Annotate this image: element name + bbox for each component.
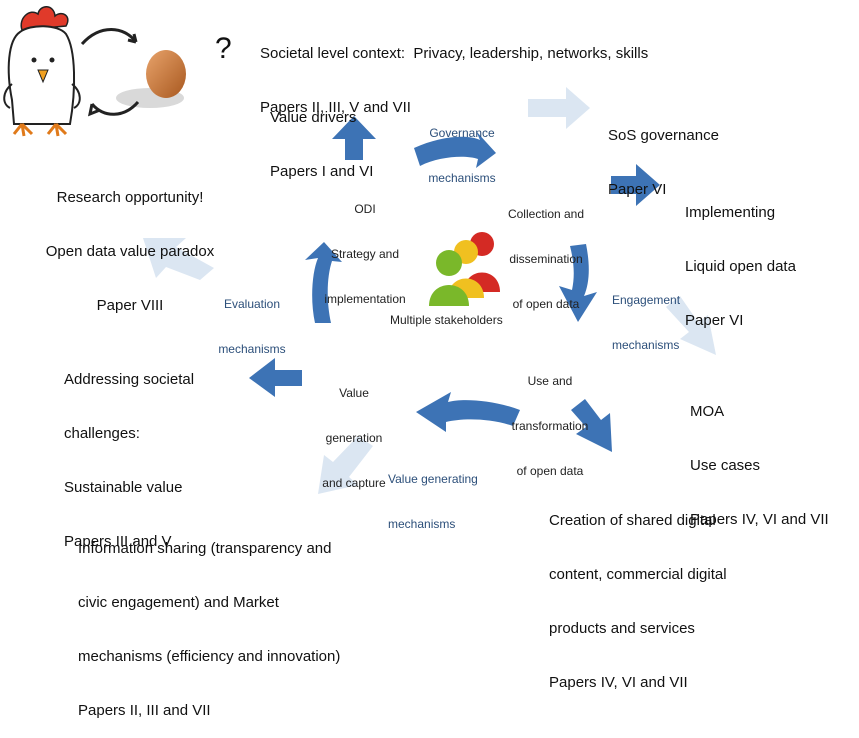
moa-line1: MOA (690, 403, 725, 420)
odi-block: ODI Strategy and implementation (300, 172, 430, 322)
creation-block: Creation of shared digital content, comm… (549, 476, 727, 710)
collection-line3: of open data (512, 297, 580, 311)
addressing-block: Addressing societal challenges: Sustaina… (64, 335, 194, 569)
cycle-arrow-bottom-icon (90, 100, 140, 116)
collection-block: Collection and dissemination of open dat… (490, 177, 602, 327)
arrow-curve-left-up (305, 242, 342, 323)
use-line2: transformation (511, 419, 589, 433)
addressing-line3: Sustainable value (64, 479, 183, 496)
evaluation-line1: Evaluation (223, 297, 281, 311)
info-line2: civic engagement) and Market (78, 594, 279, 611)
arrow-down-right-moa (666, 296, 716, 355)
light-arrows (143, 87, 716, 494)
question-mark: ? (215, 32, 232, 65)
addressing-line2: challenges: (64, 425, 140, 442)
diagram-canvas (3, 6, 716, 494)
addressing-line4: Papers III and V (64, 533, 172, 550)
creation-line4: Papers IV, VI and VII (549, 674, 688, 691)
chicken-icon (3, 6, 81, 137)
arrow-curve-bottom-left (416, 392, 520, 432)
research-line3: Paper VIII (96, 297, 164, 314)
vgm-line1: Value generating (388, 472, 478, 486)
creation-line2: content, commercial digital (549, 566, 727, 583)
implementing-line2: Liquid open data (685, 258, 796, 275)
creation-line1: Creation of shared digital (549, 512, 716, 529)
info-line4: Papers II, III and VII (78, 702, 211, 719)
moa-line2: Use cases (690, 457, 761, 474)
implementing-line3: Paper VI (685, 312, 744, 329)
context-line1: Societal level context: Privacy, leaders… (260, 45, 649, 62)
vgc-line2: generation (325, 431, 383, 445)
odi-line3: implementation (324, 292, 406, 306)
sos-line1: SoS governance (608, 127, 719, 144)
collection-line2: dissemination (509, 252, 583, 266)
evaluation-mechanisms-label: Evaluation mechanisms (200, 267, 304, 372)
implementing-block: Implementing Liquid open data Paper VI (685, 168, 796, 348)
moa-block: MOA Use cases Papers IV, VI and VII (690, 367, 829, 547)
governance-line2: mechanisms (428, 171, 496, 185)
odi-line2: Strategy and (330, 247, 400, 261)
use-line1: Use and (527, 374, 573, 388)
implementing-line1: Implementing (685, 204, 776, 221)
context-block: Societal level context: Privacy, leaders… (260, 9, 648, 135)
arrow-curve-top-right (414, 131, 496, 168)
engagement-line1: Engagement (612, 293, 681, 307)
context-line2: Papers II, III, V and VII (260, 99, 411, 116)
use-transformation-block: Use and transformation of open data (490, 344, 610, 494)
sos-line2: Paper VI (608, 181, 667, 198)
vgc-line3: and capture (322, 476, 386, 490)
value-generation-capture-block: Value generation and capture (304, 356, 404, 506)
egg-icon (146, 50, 186, 98)
addressing-line1: Addressing societal (64, 371, 195, 388)
engagement-mechanisms-label: Engagement mechanisms (612, 263, 680, 368)
value-drivers-block: Value drivers Papers I and VI (270, 73, 373, 199)
vgc-line1: Value (339, 386, 369, 400)
use-line3: of open data (516, 464, 584, 478)
arrow-right-implementing (611, 164, 660, 206)
arrow-up-value-drivers (332, 116, 376, 160)
governance-mechanisms-label: Governance mechanisms (412, 96, 512, 201)
arrow-right-sos (528, 87, 590, 129)
research-opportunity-block: Research opportunity! Open data value pa… (26, 153, 234, 333)
collection-line1: Collection and (507, 207, 585, 221)
multiple-stakeholders-label: Multiple stakeholders (390, 313, 503, 327)
governance-line1: Governance (429, 126, 495, 140)
information-sharing-block: Information sharing (transparency and ci… (78, 504, 340, 738)
stakeholders-icon (429, 232, 500, 306)
value-drivers-line2: Papers I and VI (270, 163, 374, 180)
value-generating-mechanisms-label: Value generating mechanisms (388, 442, 478, 547)
arrow-up-left-research (143, 238, 214, 280)
dark-arrows (249, 116, 660, 452)
info-line3: mechanisms (efficiency and innovation) (78, 648, 341, 665)
info-line1: Information sharing (transparency and (78, 540, 332, 557)
chicken-egg-illustration (3, 6, 186, 137)
vgm-line2: mechanisms (388, 517, 456, 531)
arrow-curve-right-down (559, 244, 597, 322)
research-line2: Open data value paradox (45, 243, 215, 260)
cycle-arrow-top-icon (80, 28, 138, 46)
odi-line1: ODI (354, 202, 376, 216)
creation-line3: products and services (549, 620, 695, 637)
moa-line3: Papers IV, VI and VII (690, 511, 829, 528)
research-line1: Research opportunity! (56, 189, 204, 206)
evaluation-line2: mechanisms (218, 342, 286, 356)
arrow-down-left-information (318, 436, 373, 494)
arrow-down-right-creation (571, 399, 612, 452)
engagement-line2: mechanisms (612, 338, 680, 352)
arrow-left-addressing (249, 358, 302, 397)
value-drivers-line1: Value drivers (270, 109, 357, 126)
sos-governance-block: SoS governance Paper VI (608, 91, 719, 217)
